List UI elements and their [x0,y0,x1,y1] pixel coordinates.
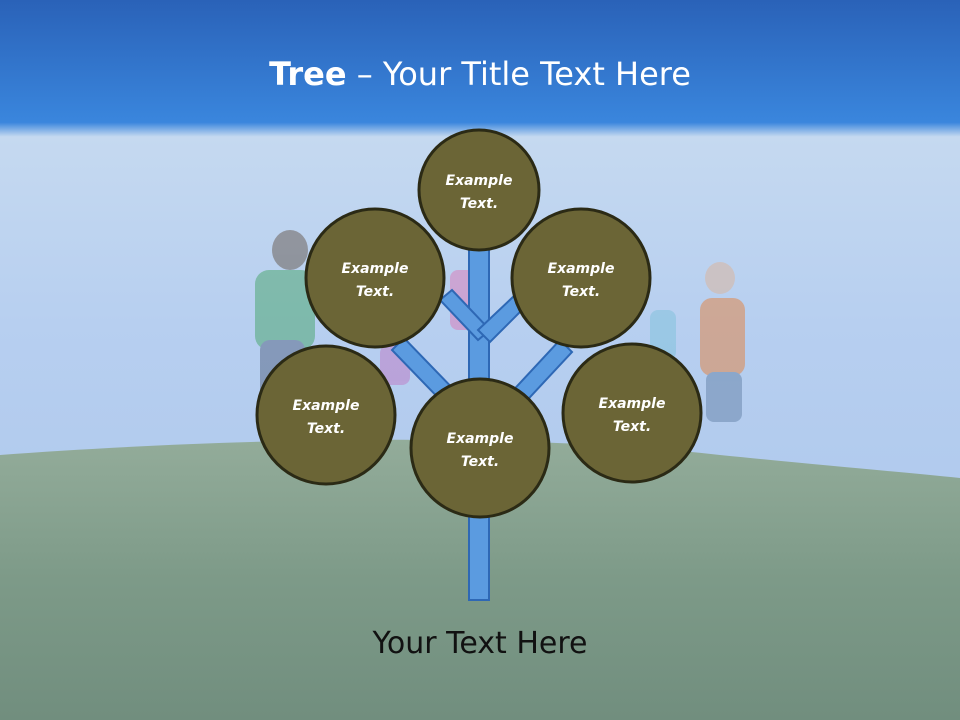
node-3-line2: Text. [562,284,600,300]
caption-text: Your Text Here [372,626,588,661]
node-2-line2: Text. [356,284,394,300]
slide-title: Tree – Your Title Text Here [0,52,960,96]
tree-node-2: Example Text. [304,207,446,349]
node-6-line2: Text. [461,454,499,470]
node-1-line1: Example [446,173,513,189]
tree-node-3: Example Text. [510,207,652,349]
tree-node-4: Example Text. [255,344,397,486]
tree-node-6: Example Text. [409,377,551,519]
node-3-line1: Example [548,261,615,277]
tree-node-5: Example Text. [561,342,703,484]
tree-node-1: Example Text. [417,128,541,252]
title-bold: Tree [269,55,347,93]
node-4-line2: Text. [307,421,345,437]
node-2-line1: Example [342,261,409,277]
node-5-line1: Example [599,396,666,412]
node-5-line2: Text. [613,419,651,435]
node-6-line1: Example [447,431,514,447]
node-4-line1: Example [293,398,360,414]
title-rest: – Your Title Text Here [346,55,691,93]
node-1-line2: Text. [460,196,498,212]
